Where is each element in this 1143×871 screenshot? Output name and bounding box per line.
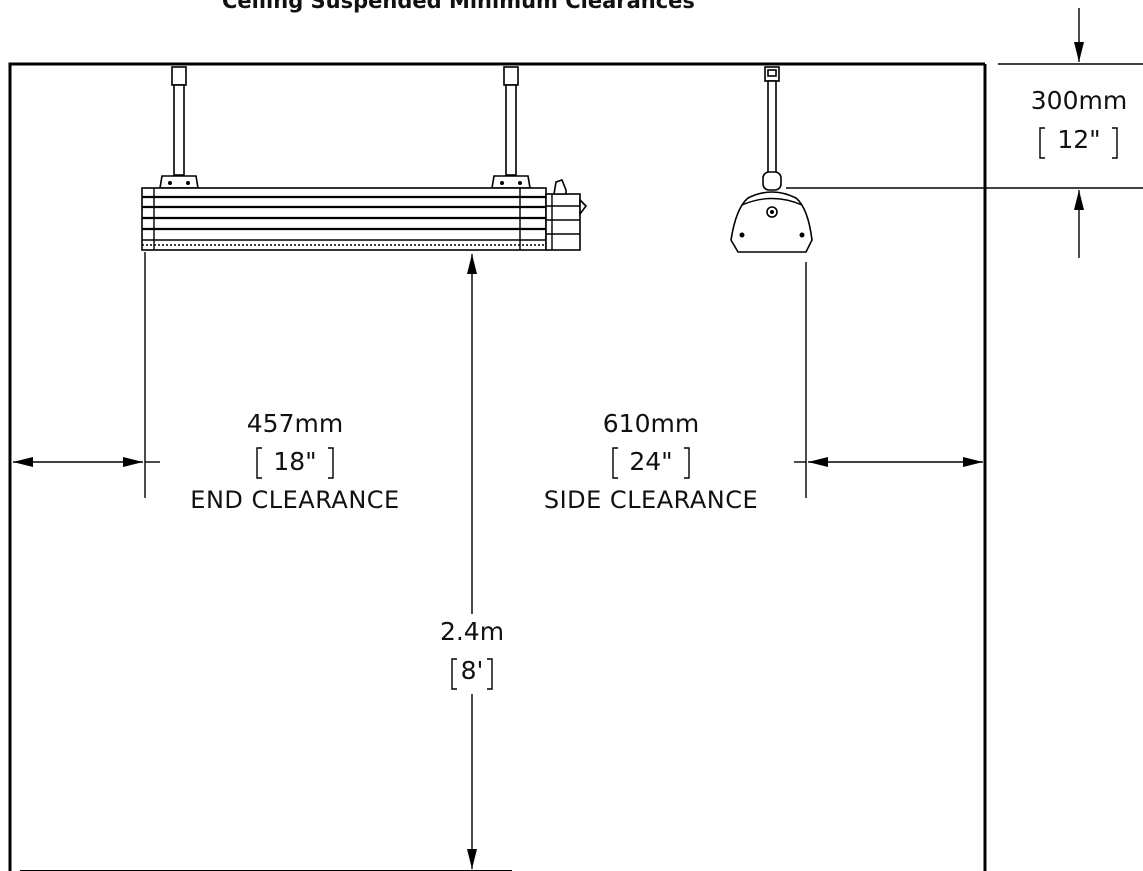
diagram-title: Ceiling Suspended Minimum Clearances xyxy=(222,0,695,13)
ceiling-gap-metric: 300mm xyxy=(1031,86,1127,115)
floor-height-metric: 2.4m xyxy=(440,617,504,646)
end-clearance-label: END CLEARANCE xyxy=(190,486,399,514)
end-clearance-imperial: 18" xyxy=(273,447,316,476)
side-clearance-imperial: 24" xyxy=(629,447,672,476)
side-clearance-metric: 610mm xyxy=(603,409,699,438)
ceiling-gap-imperial: 12" xyxy=(1057,125,1100,154)
end-clearance-metric: 457mm xyxy=(247,409,343,438)
ceiling-gap-dimension: 300mm 12" xyxy=(786,8,1143,258)
heater-end-view-icon xyxy=(730,66,813,253)
floor-height-imperial: 8' xyxy=(461,656,484,685)
side-clearance-dimension: 610mm 24" SIDE CLEARANCE xyxy=(544,262,983,514)
side-clearance-label: SIDE CLEARANCE xyxy=(544,486,758,514)
linear-heater-side-view-icon xyxy=(141,66,588,251)
floor-height-dimension: 2.4m 8' xyxy=(428,254,518,869)
end-clearance-dimension: 457mm 18" END CLEARANCE xyxy=(13,252,399,514)
room-outline xyxy=(8,62,987,871)
